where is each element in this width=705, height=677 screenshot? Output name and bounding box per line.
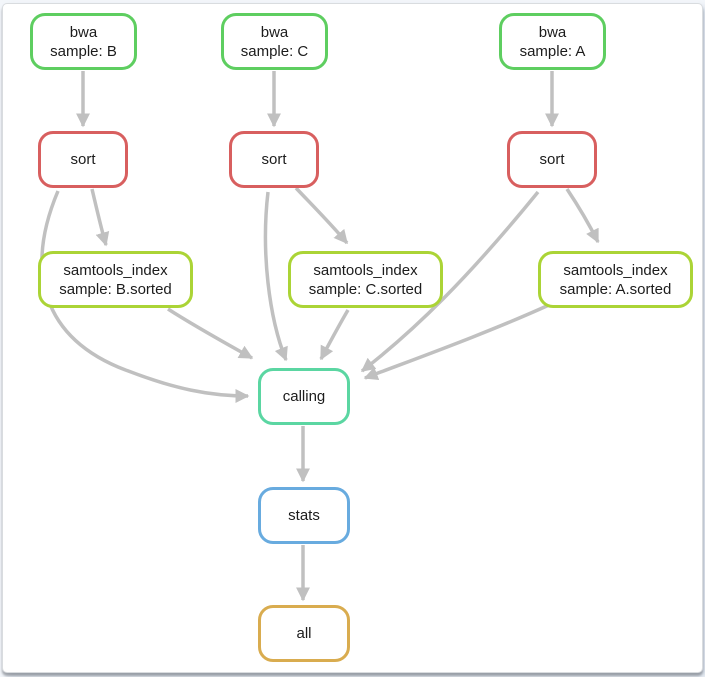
node-label: bwa sample: A xyxy=(519,23,586,60)
edge-sortB-calling xyxy=(40,190,250,403)
node-label: sort xyxy=(539,151,565,168)
node-label: all xyxy=(296,625,312,642)
node-label: calling xyxy=(282,388,326,405)
node-calling: calling xyxy=(258,368,350,425)
edge-samtoolsA-calling xyxy=(363,303,550,381)
edge-sortC-samtoolsC xyxy=(294,186,349,245)
node-label: sort xyxy=(70,151,96,168)
edge-sortC-calling xyxy=(263,191,288,362)
edge-samtoolsB-calling xyxy=(167,307,254,360)
edge-samtoolsC-calling xyxy=(319,309,350,361)
node-bwa-sample-a: bwa sample: A xyxy=(499,13,606,70)
node-sort-c: sort xyxy=(229,131,319,188)
node-label: sort xyxy=(261,151,287,168)
node-label: samtools_index sample: B.sorted xyxy=(59,261,172,298)
node-label: samtools_index sample: C.sorted xyxy=(308,261,423,298)
node-sort-b: sort xyxy=(38,131,128,188)
node-samtools-index-a-sorted: samtools_index sample: A.sorted xyxy=(538,251,693,308)
node-label: bwa sample: C xyxy=(240,23,309,60)
window-panel xyxy=(2,3,703,673)
node-stats: stats xyxy=(258,487,350,544)
node-samtools-index-c-sorted: samtools_index sample: C.sorted xyxy=(288,251,443,308)
edge-sortA-samtoolsA xyxy=(565,188,600,244)
node-bwa-sample-c: bwa sample: C xyxy=(221,13,328,70)
node-label: samtools_index sample: A.sorted xyxy=(559,261,672,298)
edge-sortB-samtoolsB xyxy=(90,188,110,247)
node-sort-a: sort xyxy=(507,131,597,188)
edge-sortA-calling xyxy=(360,190,540,373)
node-samtools-index-b-sorted: samtools_index sample: B.sorted xyxy=(38,251,193,308)
node-bwa-sample-b: bwa sample: B xyxy=(30,13,137,70)
node-label: stats xyxy=(288,507,320,524)
node-all: all xyxy=(258,605,350,662)
node-label: bwa sample: B xyxy=(50,23,117,60)
